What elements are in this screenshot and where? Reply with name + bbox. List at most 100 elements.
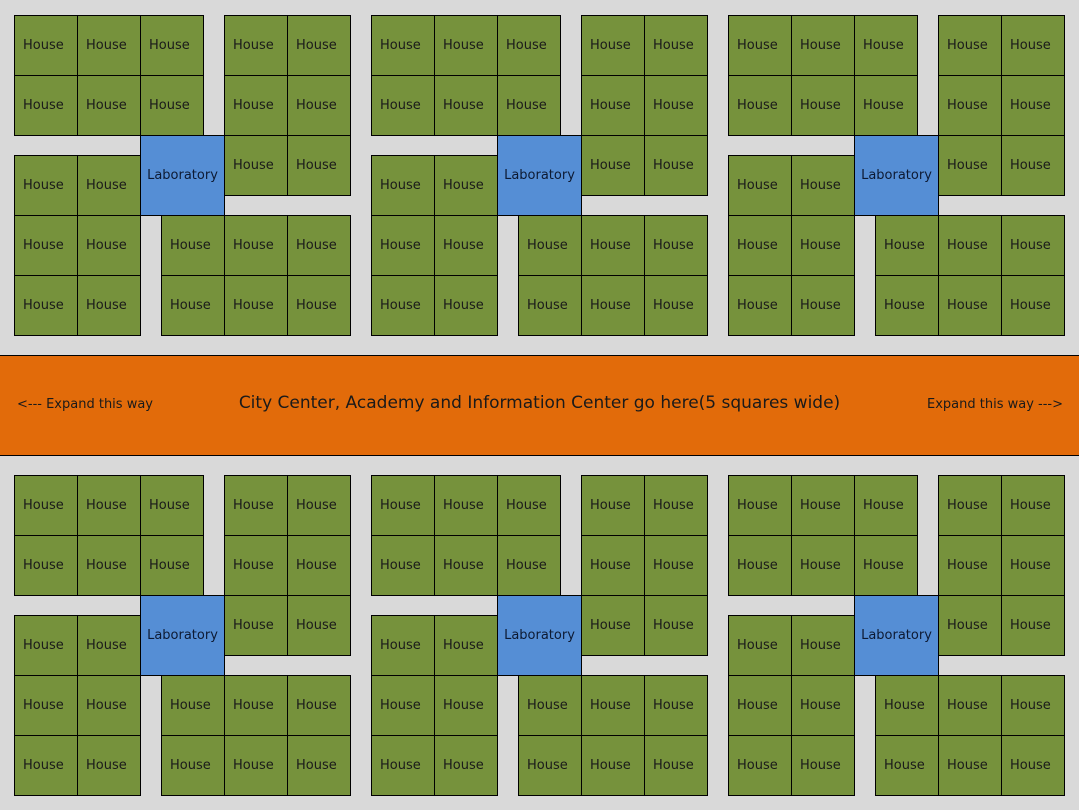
house-tile: House <box>77 15 141 76</box>
house-tile: House <box>371 475 435 536</box>
house-tile: House <box>581 535 645 596</box>
house-tile: House <box>1001 675 1065 736</box>
house-tile: House <box>77 275 141 336</box>
house-tile: House <box>518 215 582 276</box>
house-tile: House <box>938 75 1002 136</box>
house-tile: House <box>371 155 435 216</box>
house-tile: House <box>434 735 498 796</box>
house-tile: House <box>1001 215 1065 276</box>
house-tile: House <box>791 735 855 796</box>
house-tile: House <box>518 675 582 736</box>
house-tile: House <box>287 15 351 76</box>
house-tile: House <box>287 735 351 796</box>
house-tile: House <box>224 735 288 796</box>
house-tile: House <box>287 75 351 136</box>
house-tile: House <box>728 275 792 336</box>
house-tile: House <box>581 595 645 656</box>
house-tile: House <box>224 15 288 76</box>
house-tile: House <box>434 75 498 136</box>
house-tile: House <box>1001 135 1065 196</box>
house-tile: House <box>434 215 498 276</box>
house-tile: House <box>581 75 645 136</box>
house-tile: House <box>14 155 78 216</box>
house-tile: House <box>434 675 498 736</box>
house-tile: House <box>854 475 918 536</box>
house-tile: House <box>938 15 1002 76</box>
house-tile: House <box>140 535 204 596</box>
house-tile: House <box>434 15 498 76</box>
expand-left-label: <--- Expand this way <box>17 397 153 412</box>
house-tile: House <box>224 675 288 736</box>
house-tile: House <box>77 675 141 736</box>
house-tile: House <box>581 735 645 796</box>
house-tile: House <box>1001 275 1065 336</box>
house-tile: House <box>14 15 78 76</box>
house-tile: House <box>518 735 582 796</box>
house-tile: House <box>1001 735 1065 796</box>
house-tile: House <box>161 275 225 336</box>
house-tile: House <box>938 675 1002 736</box>
house-tile: House <box>14 215 78 276</box>
house-tile: House <box>371 15 435 76</box>
house-tile: House <box>644 535 708 596</box>
house-tile: House <box>938 595 1002 656</box>
house-tile: House <box>1001 475 1065 536</box>
house-tile: House <box>14 535 78 596</box>
house-tile: House <box>14 275 78 336</box>
house-tile: House <box>371 615 435 676</box>
house-tile: House <box>497 475 561 536</box>
house-tile: House <box>140 15 204 76</box>
house-tile: House <box>938 535 1002 596</box>
house-tile: House <box>728 475 792 536</box>
house-tile: House <box>14 735 78 796</box>
house-tile: House <box>728 155 792 216</box>
house-tile: House <box>938 275 1002 336</box>
house-tile: House <box>854 15 918 76</box>
house-tile: House <box>644 135 708 196</box>
house-tile: House <box>875 275 939 336</box>
house-tile: House <box>77 75 141 136</box>
laboratory-tile: Laboratory <box>854 135 939 216</box>
house-tile: House <box>644 75 708 136</box>
house-tile: House <box>224 475 288 536</box>
house-tile: House <box>791 155 855 216</box>
house-tile: House <box>644 15 708 76</box>
house-tile: House <box>287 535 351 596</box>
house-tile: House <box>77 535 141 596</box>
house-tile: House <box>287 475 351 536</box>
center-band: <--- Expand this way City Center, Academ… <box>0 355 1079 456</box>
house-tile: House <box>497 15 561 76</box>
house-tile: House <box>434 155 498 216</box>
house-tile: House <box>14 675 78 736</box>
house-tile: House <box>644 475 708 536</box>
house-tile: House <box>938 135 1002 196</box>
house-tile: House <box>287 215 351 276</box>
laboratory-tile: Laboratory <box>854 595 939 676</box>
house-tile: House <box>791 675 855 736</box>
house-tile: House <box>77 615 141 676</box>
house-tile: House <box>854 535 918 596</box>
house-tile: House <box>581 15 645 76</box>
house-tile: House <box>791 215 855 276</box>
house-tile: House <box>497 535 561 596</box>
laboratory-tile: Laboratory <box>140 595 225 676</box>
house-tile: House <box>14 475 78 536</box>
house-tile: House <box>938 215 1002 276</box>
house-tile: House <box>224 595 288 656</box>
house-tile: House <box>728 75 792 136</box>
house-tile: House <box>287 275 351 336</box>
laboratory-tile: Laboratory <box>497 135 582 216</box>
house-tile: House <box>644 735 708 796</box>
house-tile: House <box>518 275 582 336</box>
house-tile: House <box>287 595 351 656</box>
house-tile: House <box>791 75 855 136</box>
house-tile: House <box>728 535 792 596</box>
house-tile: House <box>14 75 78 136</box>
house-tile: House <box>791 275 855 336</box>
house-tile: House <box>791 475 855 536</box>
house-tile: House <box>1001 15 1065 76</box>
house-tile: House <box>875 675 939 736</box>
house-tile: House <box>140 75 204 136</box>
house-tile: House <box>581 675 645 736</box>
house-tile: House <box>875 215 939 276</box>
